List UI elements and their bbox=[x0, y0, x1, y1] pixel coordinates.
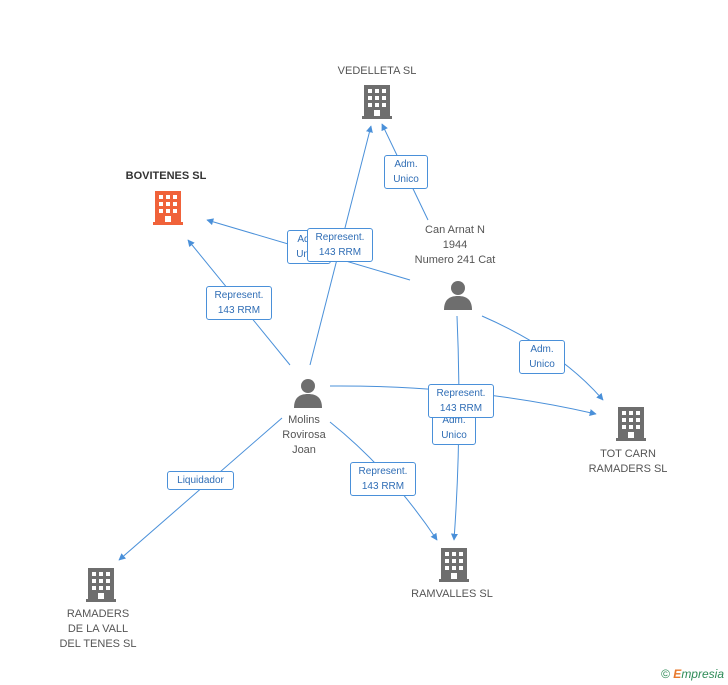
edge-label-line: Unico bbox=[441, 430, 467, 441]
edge-label-line: Adm. bbox=[442, 415, 466, 426]
node-label-line: Rovirosa bbox=[282, 429, 326, 441]
node-label-vedelleta[interactable]: VEDELLETA SL bbox=[317, 64, 437, 79]
node-label-line: BOVITENES SL bbox=[125, 170, 207, 182]
edge-label-line: 143 RRM bbox=[318, 247, 362, 258]
building-icon[interactable] bbox=[153, 191, 183, 225]
edge-label-line: Represent. bbox=[358, 466, 408, 477]
edge-label-line: 143 RRM bbox=[439, 403, 483, 414]
node-label-can-arnat[interactable]: Can Arnat N 1944 Numero 241 Cat bbox=[395, 223, 515, 268]
brand-logo-initial: E bbox=[673, 667, 682, 681]
building-icon[interactable] bbox=[616, 407, 646, 441]
node-label-line: DEL TENES SL bbox=[59, 638, 137, 650]
node-label-line: RAMADERS SL bbox=[588, 463, 668, 475]
node-label-line: TOT CARN bbox=[600, 448, 656, 460]
node-label-tot-carn[interactable]: TOT CARN RAMADERS SL bbox=[568, 447, 688, 477]
person-icon[interactable] bbox=[444, 281, 472, 310]
node-label-molins[interactable]: Molins Rovirosa Joan bbox=[254, 413, 354, 458]
node-label-line: Joan bbox=[292, 444, 316, 456]
edge-label-canarnat-totcarn: Adm. Unico bbox=[519, 340, 565, 374]
edge-label-molins-ramvalles: Represent. 143 RRM bbox=[350, 462, 416, 496]
brand-footer: © Empresia bbox=[661, 667, 724, 681]
edge-label-molins-ramaders: Liquidador bbox=[167, 471, 234, 490]
edge-label-molins-bovitenes: Represent. 143 RRM bbox=[206, 286, 272, 320]
building-icon[interactable] bbox=[362, 85, 392, 119]
node-label-line: VEDELLETA SL bbox=[337, 65, 417, 77]
building-icon[interactable] bbox=[86, 568, 116, 602]
edge-label-line: Adm. bbox=[530, 344, 554, 355]
copyright-icon: © bbox=[661, 667, 670, 681]
edge-label-line: Unico bbox=[529, 359, 555, 370]
edge-label-canarnat-vedelleta: Adm. Unico bbox=[384, 155, 428, 189]
edge-label-molins-vedelleta: Represent. 143 RRM bbox=[307, 228, 373, 262]
edge-label-line: 143 RRM bbox=[361, 481, 405, 492]
edge-label-line: Adm. bbox=[394, 159, 418, 170]
building-icon[interactable] bbox=[439, 548, 469, 582]
node-label-ramvalles[interactable]: RAMVALLES SL bbox=[392, 587, 512, 602]
edge-label-line: Represent. bbox=[315, 232, 365, 243]
edge-label-line: Represent. bbox=[214, 290, 264, 301]
edge-label-line: Represent. bbox=[436, 388, 486, 399]
edge-label-line: Liquidador bbox=[177, 475, 224, 486]
brand-logo-text: mpresia bbox=[681, 667, 724, 681]
node-label-line: 1944 bbox=[442, 239, 468, 251]
node-label-line: DE LA VALL bbox=[67, 623, 129, 635]
node-label-ramaders-vall[interactable]: RAMADERS DE LA VALL DEL TENES SL bbox=[38, 607, 158, 652]
edge-label-molins-totcarn: Represent. 143 RRM bbox=[428, 384, 494, 418]
person-icon[interactable] bbox=[294, 379, 322, 408]
edge-label-line: 143 RRM bbox=[217, 305, 261, 316]
node-label-line: RAMVALLES SL bbox=[411, 588, 493, 600]
node-label-line: Can Arnat N bbox=[425, 224, 485, 236]
node-label-line: Molins bbox=[288, 414, 320, 426]
node-label-line: RAMADERS bbox=[66, 608, 130, 620]
node-label-line: Numero 241 Cat bbox=[414, 254, 496, 266]
node-label-bovitenes[interactable]: BOVITENES SL bbox=[106, 169, 226, 184]
edge-label-line: Unico bbox=[393, 174, 419, 185]
